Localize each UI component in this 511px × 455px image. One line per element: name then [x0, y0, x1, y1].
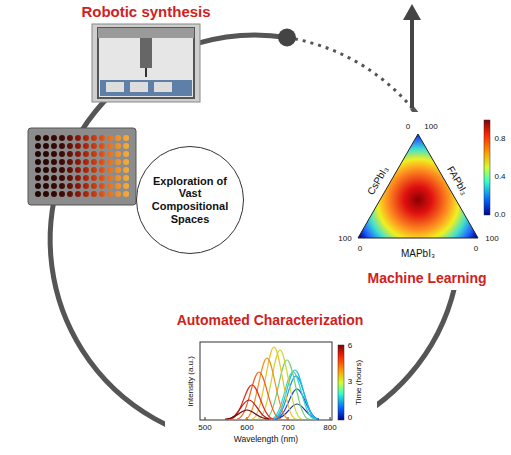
tick-label: 100: [338, 235, 351, 244]
ml-panel: Machine Learning: [345, 116, 509, 286]
axis-label: Intensity (a.u.): [187, 356, 196, 407]
axis-label: Time (hours): [356, 359, 365, 404]
spectrum: [225, 410, 269, 419]
pipette-head: [140, 38, 152, 68]
colorbar-label: 6: [348, 342, 352, 351]
circle-text: Exploration of Vast Compositional Spaces: [147, 175, 233, 226]
robot-gantry: [98, 28, 194, 38]
exit-arrow-head: [403, 4, 421, 20]
pipette-tip: [145, 68, 147, 77]
tick-label: 500: [198, 424, 211, 433]
cycle-dot: [278, 29, 296, 47]
photo-frame: [92, 24, 200, 102]
exit-arrow-shaft: [410, 18, 414, 108]
colorbar: [484, 120, 490, 215]
tick-label: 0: [406, 123, 410, 132]
panel-heading: Robotic synthesis: [81, 3, 210, 20]
chart-axes: [200, 342, 332, 420]
panel-heading: Automated Characterization: [177, 312, 364, 328]
robot-panel: Robotic synthesis: [77, 3, 215, 25]
axis-label: Wavelength (nm): [234, 435, 298, 444]
panel-ground: [165, 336, 377, 455]
robot-enclosure: [98, 28, 194, 98]
deck-plate: [154, 82, 172, 92]
tick-label: 600: [240, 424, 253, 433]
well-plate: [28, 128, 136, 205]
robot-photo: [92, 24, 200, 102]
panel-ground: [340, 112, 511, 290]
deck-plate: [130, 82, 148, 92]
well-grid: [34, 134, 130, 198]
ternary-heatmap: [358, 134, 478, 238]
colorbar-label: 0.8: [494, 135, 505, 144]
plate-body: [28, 128, 136, 205]
spectra-chart: [200, 342, 344, 420]
tick-label: 800: [323, 424, 336, 433]
dotted-arc: [287, 38, 412, 109]
tick-label: 0: [474, 245, 478, 254]
axis-label: MAPbI₃: [401, 248, 435, 259]
tick-label: 100: [424, 123, 437, 132]
ternary-plot: [358, 120, 490, 238]
colorbar-label: 0.4: [494, 173, 505, 182]
colorbar-label: 3: [348, 378, 352, 387]
tick-label: 100: [485, 235, 498, 244]
tick-label: 0: [358, 245, 362, 254]
deck-plate: [106, 82, 124, 92]
colorbar: [338, 345, 344, 420]
colorbar-label: 0.0: [494, 211, 505, 220]
well-colors: [34, 134, 130, 198]
panel-heading: Machine Learning: [367, 270, 486, 286]
tick-label: 700: [281, 424, 294, 433]
center-circle: Exploration of Vast Compositional Spaces: [136, 146, 244, 254]
spectrum: [273, 370, 317, 419]
colorbar-label: 0: [348, 414, 352, 423]
robot-deck: [100, 80, 192, 96]
characterization-panel: Automated Characterization: [170, 312, 370, 455]
